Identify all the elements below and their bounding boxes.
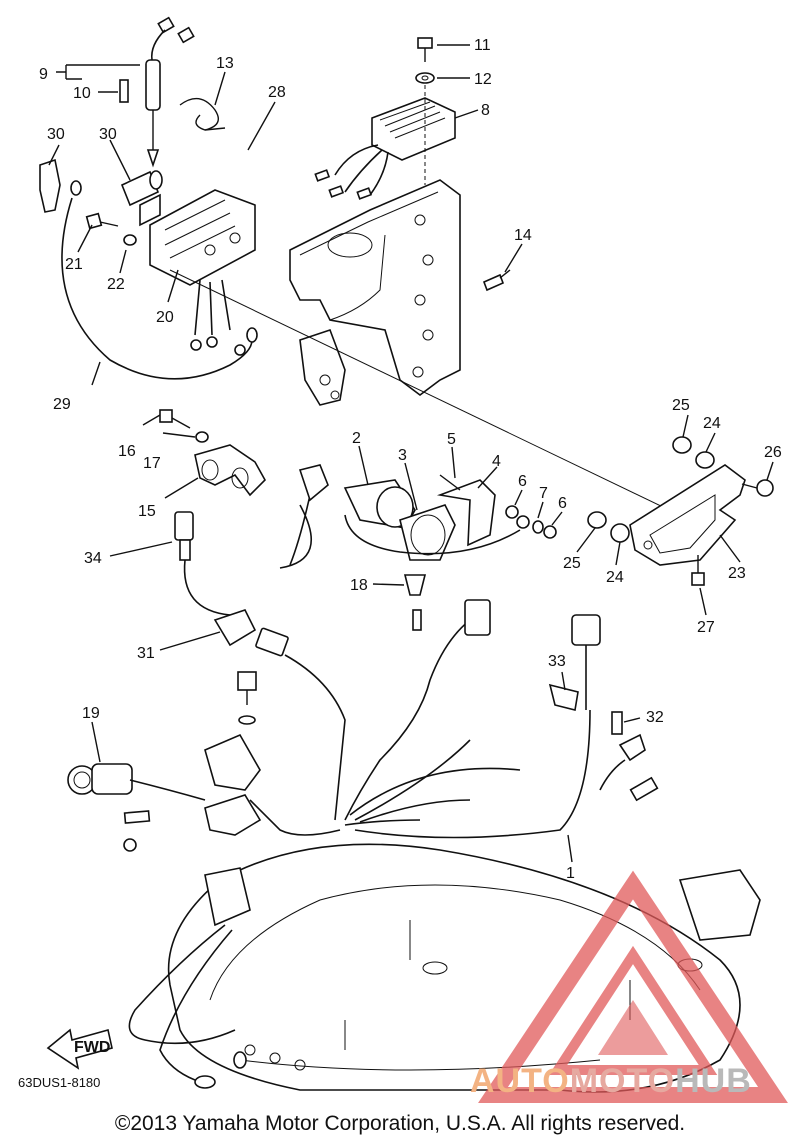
callout-30a: 30 xyxy=(47,126,65,143)
callout-6b: 6 xyxy=(558,495,567,512)
callout-12: 12 xyxy=(474,71,492,88)
callout-34: 34 xyxy=(84,550,102,567)
bolt-14 xyxy=(482,269,511,292)
callout-27: 27 xyxy=(697,619,715,636)
callout-14: 14 xyxy=(514,227,532,244)
callout-8: 8 xyxy=(481,102,490,119)
callout-11: 11 xyxy=(474,37,491,54)
callout-4: 4 xyxy=(492,453,501,470)
bolt-11 xyxy=(415,37,435,185)
callout-10: 10 xyxy=(73,85,91,102)
callout-2: 2 xyxy=(352,430,361,447)
callout-16: 16 xyxy=(118,443,136,460)
watermark-moto: MOTO xyxy=(569,1062,676,1100)
starter-relay xyxy=(343,474,557,561)
bolt-21 xyxy=(85,212,137,246)
callout-25b: 25 xyxy=(563,555,581,572)
drawing-code: 63DUS1-8180 xyxy=(18,1075,101,1090)
callouts: 1 2 3 4 5 6 6 7 8 9 10 11 12 13 14 15 16… xyxy=(39,37,782,882)
callout-20: 20 xyxy=(156,309,174,326)
clamp-13 xyxy=(179,97,226,131)
callout-5: 5 xyxy=(447,431,456,448)
plug-cap xyxy=(119,16,195,168)
callout-9: 9 xyxy=(39,66,48,83)
callout-18: 18 xyxy=(350,577,368,594)
callout-3: 3 xyxy=(398,447,407,464)
grommets xyxy=(587,436,715,543)
cap-34 xyxy=(174,511,231,616)
callout-30b: 30 xyxy=(99,126,117,143)
main-connector-19 xyxy=(67,763,206,852)
leader-lines xyxy=(48,44,774,863)
callout-26: 26 xyxy=(764,444,782,461)
callout-22: 22 xyxy=(107,276,125,293)
callout-24a: 24 xyxy=(703,415,721,432)
cap-30 xyxy=(39,158,163,213)
wire-harness xyxy=(204,464,659,839)
clamp-15 xyxy=(159,409,266,497)
ground-wire-29 xyxy=(61,180,258,380)
fwd-arrow: FWD xyxy=(46,1028,113,1070)
callout-24b: 24 xyxy=(606,569,624,586)
callout-7: 7 xyxy=(539,485,548,502)
callout-1: 1 xyxy=(566,865,575,882)
callout-21: 21 xyxy=(65,256,83,273)
callout-29: 29 xyxy=(53,396,71,413)
callout-6a: 6 xyxy=(518,473,527,490)
bolt-27 xyxy=(691,555,705,586)
callout-15: 15 xyxy=(138,503,156,520)
callout-33: 33 xyxy=(548,653,566,670)
watermark-hub: HUB xyxy=(675,1062,752,1100)
bolt-26 xyxy=(741,479,774,497)
svg-text:FWD: FWD xyxy=(74,1039,110,1056)
watermark-logo xyxy=(478,870,788,1103)
mounting-bracket xyxy=(289,179,461,406)
callout-19: 19 xyxy=(82,705,100,722)
watermark-auto: AUTO xyxy=(470,1062,570,1100)
watermark-text: AUTOMOTOHUB xyxy=(470,1062,752,1101)
callout-13: 13 xyxy=(216,55,234,72)
rectifier-regulator xyxy=(314,97,456,200)
bottom-cowling xyxy=(128,843,761,1093)
cdi-unit xyxy=(139,189,256,356)
callout-28: 28 xyxy=(268,84,286,101)
callout-17: 17 xyxy=(143,455,161,472)
copyright-notice: ©2013 Yamaha Motor Corporation, U.S.A. A… xyxy=(114,1112,686,1135)
callout-23: 23 xyxy=(728,565,746,582)
bracket-23 xyxy=(629,464,746,566)
callout-31: 31 xyxy=(137,645,155,662)
callout-25a: 25 xyxy=(672,397,690,414)
callout-32: 32 xyxy=(646,709,664,726)
